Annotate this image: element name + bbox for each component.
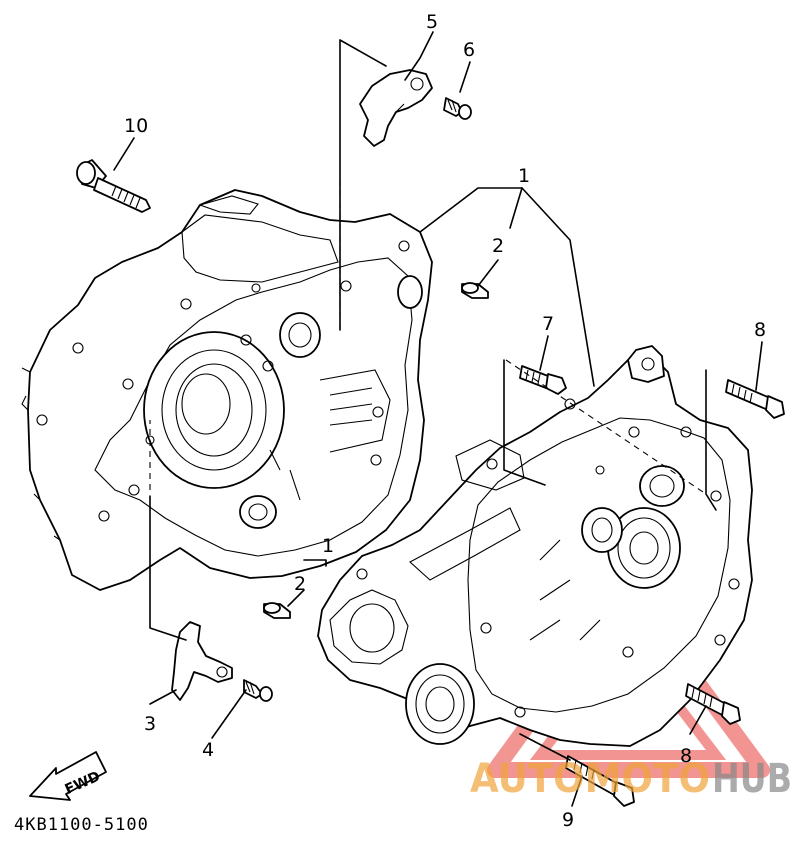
part-6-screw xyxy=(443,97,472,120)
part-7-bolt xyxy=(519,365,567,395)
right-crankcase xyxy=(317,345,753,747)
callout-10: 10 xyxy=(124,115,148,137)
part-code: 4KB1100-5100 xyxy=(14,815,149,835)
callout-4: 4 xyxy=(202,739,214,761)
part-2-dowel-lower xyxy=(263,602,291,619)
part-5-bracket xyxy=(359,69,433,147)
watermark-logo: AUTOMOTO HUB xyxy=(470,756,792,802)
part-10-bolt xyxy=(76,159,151,213)
callout-2-top: 2 xyxy=(492,235,504,257)
callout-3: 3 xyxy=(144,713,156,735)
part-2-dowel-upper xyxy=(461,282,489,299)
part-4-screw xyxy=(243,679,273,702)
callout-8-top: 8 xyxy=(754,319,766,341)
part-8-bolt-lower xyxy=(685,683,741,725)
part-8-bolt-upper xyxy=(725,379,785,419)
callout-8-lower: 8 xyxy=(680,745,692,767)
callout-7: 7 xyxy=(542,313,554,335)
callout-2-lower: 2 xyxy=(294,573,306,595)
watermark-text-hub: HUB xyxy=(712,756,792,802)
part-3-bracket xyxy=(171,621,233,701)
callout-5: 5 xyxy=(426,11,438,33)
callout-1-lower: 1 xyxy=(322,535,334,557)
callout-6: 6 xyxy=(463,39,475,61)
part-9-bolt xyxy=(565,755,635,807)
leader-lines xyxy=(113,31,763,807)
fwd-arrow-icon: FWD xyxy=(29,751,107,801)
watermark-text-automoto: AUTOMOTO xyxy=(470,756,710,802)
callout-9: 9 xyxy=(562,809,574,831)
left-crankcase xyxy=(21,189,433,591)
callout-1-top: 1 xyxy=(518,165,530,187)
